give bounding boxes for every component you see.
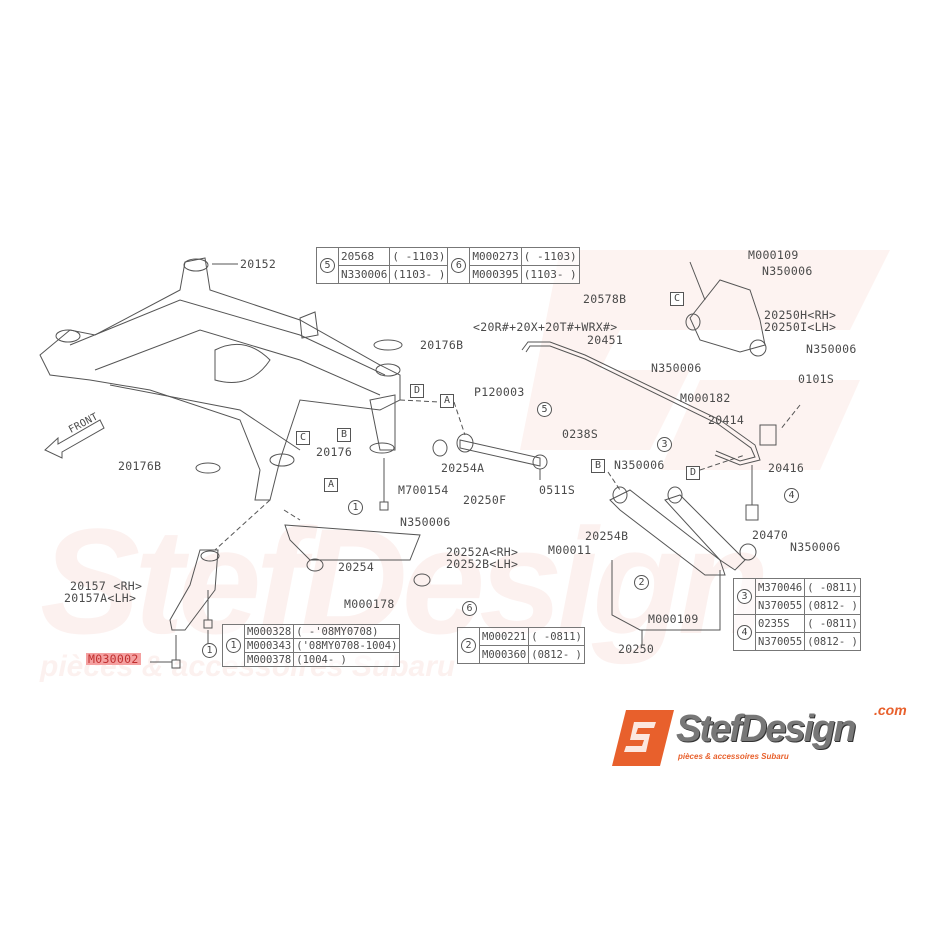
part-label[interactable]: 20578B bbox=[583, 292, 627, 306]
date-range: ( -0811) bbox=[804, 578, 861, 597]
callout-4: 4 bbox=[784, 488, 799, 503]
part-label[interactable]: N350006 bbox=[651, 361, 702, 375]
part-label[interactable]: M000178 bbox=[344, 597, 395, 611]
part-label[interactable]: 20250F bbox=[463, 493, 507, 507]
logo-domain: .com bbox=[874, 702, 907, 718]
date-range: ( -1103) bbox=[520, 247, 580, 266]
stefdesign-logo[interactable]: StefDesign .com pièces & accessoires Sub… bbox=[612, 702, 922, 774]
ref-table-2: 2 M000221 ( -0811) M000360 (0812- ) bbox=[457, 627, 585, 664]
date-range: ( -0811) bbox=[804, 614, 861, 633]
part-label[interactable]: M700154 bbox=[398, 483, 449, 497]
callout-2: 2 bbox=[634, 575, 649, 590]
logo-tagline: pièces & accessoires Subaru bbox=[678, 752, 789, 761]
ref-table-5-6: 5 20568 ( -1103) 6 M000273 ( -1103) N330… bbox=[316, 247, 580, 284]
ref-box-b: B bbox=[591, 459, 605, 473]
part-label[interactable]: 20254 bbox=[338, 560, 375, 574]
part-label[interactable]: P120003 bbox=[474, 385, 525, 399]
ref-box-b: B bbox=[337, 428, 351, 442]
part-label[interactable]: 20254A bbox=[441, 461, 485, 475]
part-label[interactable]: M000182 bbox=[680, 391, 731, 405]
part-label[interactable]: 20414 bbox=[708, 413, 745, 427]
part-label[interactable]: 0238S bbox=[562, 427, 599, 441]
part-label[interactable]: 20176 bbox=[316, 445, 353, 459]
callout-1: 1 bbox=[348, 500, 363, 515]
callout-3: 3 bbox=[737, 589, 752, 604]
part-label[interactable]: M00011 bbox=[548, 543, 592, 557]
part-number[interactable]: M000360 bbox=[478, 645, 530, 664]
part-label[interactable]: 20250 bbox=[618, 642, 655, 656]
callout-5: 5 bbox=[537, 402, 552, 417]
part-label[interactable]: 20451 bbox=[587, 333, 624, 347]
part-label[interactable]: N350006 bbox=[806, 342, 857, 356]
front-arrow-icon bbox=[44, 419, 105, 459]
part-label[interactable]: 20157A<LH> bbox=[64, 591, 137, 605]
part-label[interactable]: 20176B bbox=[118, 459, 162, 473]
subframe-20152 bbox=[39, 257, 401, 501]
part-number[interactable]: M000328 bbox=[243, 624, 295, 639]
ref-box-c: C bbox=[670, 292, 684, 306]
highlighted-part-label[interactable]: M030002 bbox=[86, 652, 141, 666]
part-label[interactable]: 0511S bbox=[539, 483, 576, 497]
ref-box-a: A bbox=[324, 478, 338, 492]
part-label[interactable]: 20254B bbox=[585, 529, 629, 543]
part-label[interactable]: 20416 bbox=[768, 461, 805, 475]
part-number[interactable]: M000273 bbox=[469, 247, 522, 266]
part-label[interactable]: 20250H<RH> bbox=[764, 308, 837, 322]
callout-5: 5 bbox=[320, 258, 335, 273]
part-number[interactable]: 20568 bbox=[337, 247, 391, 266]
part-number[interactable]: 0235S bbox=[754, 614, 806, 633]
date-range: (0812- ) bbox=[804, 596, 861, 615]
part-label[interactable]: N350006 bbox=[790, 540, 841, 554]
part-number[interactable]: N370055 bbox=[754, 596, 806, 615]
part-label[interactable]: 20252A<RH> bbox=[446, 545, 519, 559]
part-label[interactable]: 20250I<LH> bbox=[764, 320, 837, 334]
part-label[interactable]: 20152 bbox=[240, 257, 277, 271]
part-label[interactable]: N350006 bbox=[614, 458, 665, 472]
part-label[interactable]: N350006 bbox=[762, 264, 813, 278]
callout-2: 2 bbox=[461, 638, 476, 653]
ref-box-d: D bbox=[410, 384, 424, 398]
callout-4: 4 bbox=[737, 625, 752, 640]
part-label[interactable]: 20176B bbox=[420, 338, 464, 352]
part-number[interactable]: N330006 bbox=[337, 265, 391, 284]
logo-name: StefDesign bbox=[676, 708, 856, 750]
ref-box-a: A bbox=[440, 394, 454, 408]
date-range: (1103- ) bbox=[389, 265, 449, 284]
part-label[interactable]: M000109 bbox=[648, 612, 699, 626]
date-range: (1004- ) bbox=[293, 652, 401, 667]
part-label[interactable]: 20470 bbox=[752, 528, 789, 542]
date-range: ( -0811) bbox=[528, 627, 585, 646]
date-range: ( -1103) bbox=[389, 247, 449, 266]
part-number[interactable]: M000378 bbox=[243, 652, 295, 667]
part-number[interactable]: M000395 bbox=[469, 265, 522, 284]
part-number[interactable]: M000343 bbox=[243, 638, 295, 653]
date-range: (1103- ) bbox=[520, 265, 580, 284]
callout-3: 3 bbox=[657, 437, 672, 452]
part-number[interactable]: N370055 bbox=[754, 632, 806, 651]
part-label[interactable]: 20157 <RH> bbox=[70, 579, 143, 593]
ref-box-c: C bbox=[296, 431, 310, 445]
ref-box-d: D bbox=[686, 466, 700, 480]
part-label[interactable]: M000109 bbox=[748, 248, 799, 262]
date-range: (0812- ) bbox=[804, 632, 861, 651]
date-range: ( -'08MY0708) bbox=[293, 624, 401, 639]
date-range: (0812- ) bbox=[528, 645, 585, 664]
model-note: <20R#+20X+20T#+WRX#> bbox=[473, 320, 618, 334]
callout-1: 1 bbox=[202, 643, 217, 658]
part-number[interactable]: M370046 bbox=[754, 578, 806, 597]
date-range: ('08MY0708-1004) bbox=[293, 638, 401, 653]
part-label[interactable]: N350006 bbox=[400, 515, 451, 529]
part-label[interactable]: 0101S bbox=[798, 372, 835, 386]
ref-table-1: 1 M000328 ( -'08MY0708) M000343 ('08MY07… bbox=[222, 624, 401, 667]
part-number[interactable]: M000221 bbox=[478, 627, 530, 646]
part-label[interactable]: 20252B<LH> bbox=[446, 557, 519, 571]
ref-table-3-4: 3 M370046 ( -0811) N370055 (0812- ) 4 02… bbox=[733, 578, 861, 651]
callout-6: 6 bbox=[462, 601, 477, 616]
callout-6: 6 bbox=[451, 258, 467, 273]
sd-badge-icon bbox=[612, 710, 674, 766]
callout-1: 1 bbox=[226, 638, 241, 653]
